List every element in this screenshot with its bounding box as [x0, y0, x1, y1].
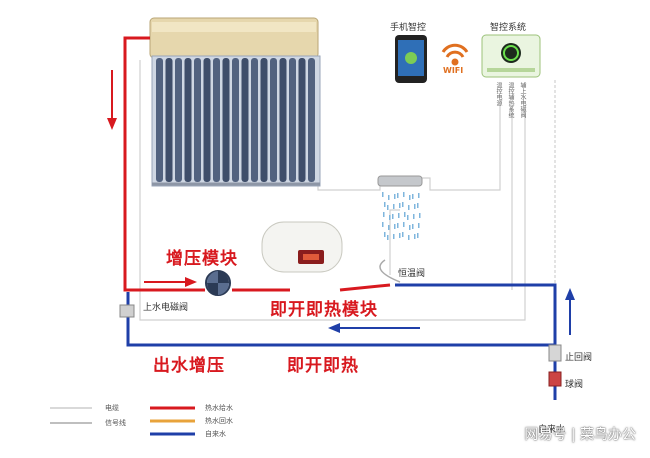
solenoid-valve-icon: [119, 304, 135, 318]
water-drop: [387, 205, 389, 210]
collector-tube: [213, 58, 220, 182]
water-drop: [397, 193, 399, 198]
water-drop: [403, 192, 405, 197]
water-drop: [402, 232, 404, 237]
water-drop: [417, 233, 419, 238]
water-drop: [383, 212, 385, 217]
water-drop: [418, 193, 420, 198]
legend-label-tap: 自来水: [205, 430, 226, 438]
hot-flow-arrowhead: [107, 118, 117, 130]
water-drop: [413, 214, 415, 219]
collector-tube: [241, 58, 249, 182]
collector-tube: [194, 58, 201, 182]
panel-vertical-label-3: 辅上水电磁阀: [519, 82, 526, 118]
water-drop: [399, 203, 401, 208]
booster-module-label: 增压模块: [166, 249, 238, 269]
water-drop: [418, 223, 420, 228]
ball-valve-icon: [548, 371, 562, 387]
collector-tube: [260, 58, 268, 182]
collector-tube: [222, 58, 230, 182]
inlet-solenoid-label: 上水电磁阀: [143, 303, 189, 313]
water-drop: [388, 225, 390, 230]
collector-tube: [298, 58, 306, 182]
collector-tube: [308, 58, 315, 182]
panel-vertical-label-1: 温控电源: [495, 82, 502, 106]
wifi-icon: [441, 43, 469, 66]
thermostat-valve-label: 恒温阀: [398, 269, 426, 279]
water-drop: [389, 215, 391, 220]
boost-flow-arrowhead: [185, 277, 197, 287]
legend-label-hot-supply: 热水给水: [205, 404, 233, 412]
water-drop: [409, 195, 411, 200]
water-drop: [399, 233, 401, 238]
water-drop: [388, 195, 390, 200]
legend-label-cable: 电缆: [105, 404, 119, 412]
legend-lines: [50, 406, 195, 436]
inflow-arrowhead: [565, 288, 575, 300]
water-drop: [384, 232, 386, 237]
ball-valve-label: 球阀: [565, 380, 584, 390]
water-drop: [408, 235, 410, 240]
water-drop: [403, 222, 405, 227]
collector-tube: [270, 58, 277, 182]
water-drop: [397, 223, 399, 228]
water-drop: [384, 202, 386, 207]
legend-label-signal: 信号线: [105, 419, 126, 427]
controller-icon: [481, 34, 541, 78]
instant-module-label: 即开即热模块: [270, 300, 378, 320]
water-drop: [414, 204, 416, 209]
water-drop: [393, 204, 395, 209]
collector-tube: [251, 58, 258, 182]
phone-label: 手机智控: [390, 23, 427, 33]
water-drop: [387, 235, 389, 240]
water-drop: [417, 203, 419, 208]
solar-heater-icon: [149, 17, 321, 187]
water-drop: [402, 202, 404, 207]
water-drop: [392, 214, 394, 219]
electric-heater-icon: [261, 221, 343, 273]
collector-tube: [203, 58, 211, 182]
smart-system-label: 智控系统: [490, 23, 527, 33]
return-flow-arrowhead: [328, 323, 340, 333]
collector-tube: [289, 58, 296, 182]
hot-water-supply-pipe: [123, 36, 391, 292]
shower-icon: [377, 175, 423, 283]
check-valve-label: 止回阀: [565, 353, 593, 363]
check-valve-icon: [548, 344, 562, 362]
water-drop: [409, 225, 411, 230]
watermark: 网易号 | 菜鸟办公: [524, 427, 636, 443]
smartphone-icon: [395, 35, 427, 83]
outlet-boost-label: 出水增压: [153, 356, 225, 376]
water-drop: [414, 234, 416, 239]
collector-tube: [175, 58, 182, 182]
water-drop: [382, 222, 384, 227]
water-drop: [394, 224, 396, 229]
water-drop: [393, 234, 395, 239]
panel-vertical-label-2: 温控辅热系统: [507, 82, 514, 118]
water-drop: [408, 205, 410, 210]
water-drop: [404, 212, 406, 217]
pump-fan-icon: [205, 270, 231, 296]
collector-tube: [165, 58, 173, 182]
water-drop: [407, 215, 409, 220]
instant-heat-label: 即开即热: [287, 356, 359, 376]
water-drop: [412, 194, 414, 199]
water-drop: [398, 213, 400, 218]
water-drop: [419, 213, 421, 218]
collector-tube: [156, 58, 163, 182]
legend-label-hot-return: 热水回水: [205, 417, 233, 425]
water-drop: [394, 194, 396, 199]
collector-tube: [279, 58, 287, 182]
water-drop: [382, 192, 384, 197]
wifi-label: WIFI: [443, 66, 464, 75]
collector-tube: [184, 58, 192, 182]
water-drop: [412, 224, 414, 229]
tap-water-in-label: 自来水: [538, 425, 566, 435]
collector-tube: [232, 58, 239, 182]
